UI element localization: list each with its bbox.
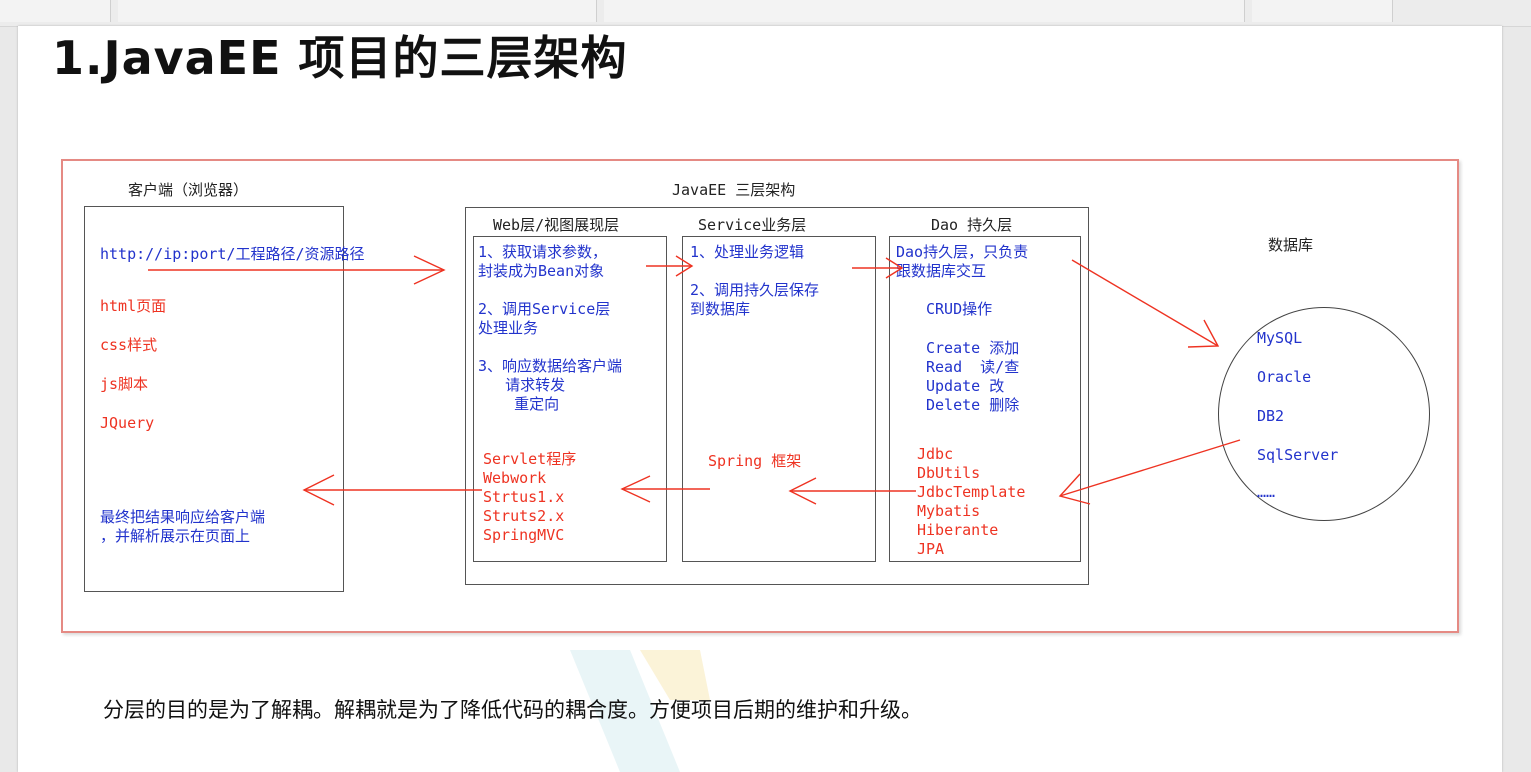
toolbar-cell <box>118 0 597 22</box>
database-title: 数据库 <box>1268 236 1314 254</box>
caption-text: 分层的目的是为了解耦。解耦就是为了降低代码的耦合度。方便项目后期的维护和升级。 <box>103 698 922 722</box>
service-layer-header: Service业务层 <box>698 216 807 234</box>
dao-crud-title: CRUD操作 <box>926 300 993 318</box>
client-item: css样式 <box>100 336 158 354</box>
window-toolbar <box>0 0 1531 27</box>
client-item: JQuery <box>100 414 155 432</box>
client-response-text: 最终把结果响应给客户端 ，并解析展示在页面上 <box>100 508 266 545</box>
web-layer-tech: Servlet程序 Webwork Strtus1.x Struts2.x Sp… <box>483 450 577 544</box>
javaee-title: JavaEE 三层架构 <box>672 181 796 199</box>
toolbar-cell <box>0 0 111 22</box>
toolbar-cell <box>1252 0 1393 22</box>
dao-layer-box <box>889 236 1081 562</box>
database-ellipse <box>1218 307 1430 521</box>
client-item: html页面 <box>100 297 167 315</box>
client-item: js脚本 <box>100 375 149 393</box>
web-layer-box <box>473 236 667 562</box>
watermark-logo <box>570 650 710 772</box>
dao-crud-list: Create 添加 Read 读/查 Update 改 Delete 删除 <box>926 339 1020 414</box>
toolbar-cell <box>604 0 1245 22</box>
service-layer-tasks: 1、处理业务逻辑 2、调用持久层保存 到数据库 <box>690 243 820 318</box>
web-layer-tasks: 1、获取请求参数， 封装成为Bean对象 2、调用Service层 处理业务 3… <box>478 243 623 413</box>
db-item: …… <box>1257 483 1276 501</box>
dao-layer-header: Dao 持久层 <box>931 216 1013 234</box>
service-layer-box <box>682 236 876 562</box>
db-item: DB2 <box>1257 407 1285 425</box>
dao-layer-tasks: Dao持久层，只负责 跟数据库交互 <box>896 243 1029 280</box>
web-layer-header: Web层/视图展现层 <box>493 216 620 234</box>
db-item: MySQL <box>1257 329 1303 347</box>
client-title: 客户端（浏览器） <box>128 181 249 199</box>
db-item: Oracle <box>1257 368 1312 386</box>
db-item: SqlServer <box>1257 446 1339 464</box>
client-url: http://ip:port/工程路径/资源路径 <box>100 245 365 263</box>
dao-layer-tech: Jdbc DbUtils JdbcTemplate Mybatis Hibera… <box>917 445 1026 558</box>
page-title: 1.JavaEE 项目的三层架构 <box>52 31 628 85</box>
service-layer-tech: Spring 框架 <box>708 452 802 470</box>
